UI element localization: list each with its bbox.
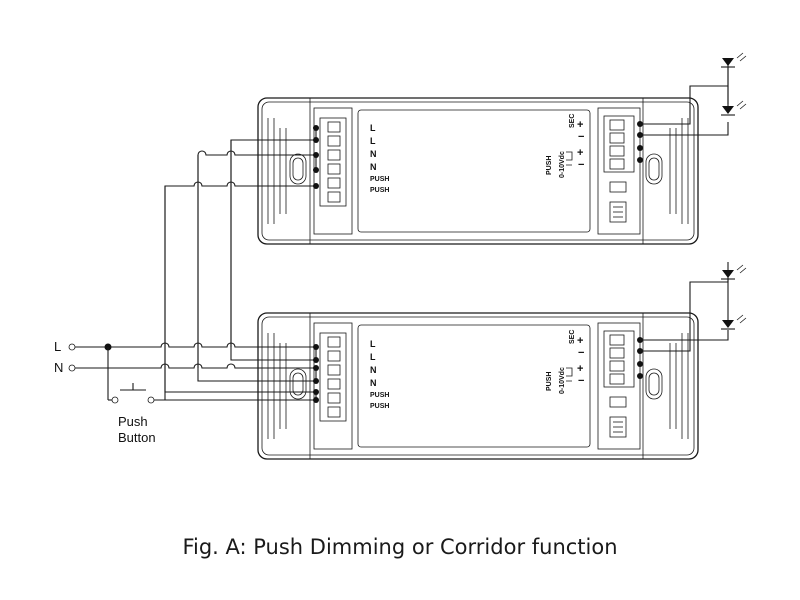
terminal-labels-bottom: L L N N PUSH PUSH SEC + − 0-10Vdc PUSH +… [370,330,584,410]
figure-caption: Fig. A: Push Dimming or Corridor functio… [182,535,618,559]
sec-plus-label: + [577,119,583,131]
line-input-terminal [68,343,76,351]
dim-minus-label: − [578,375,584,387]
dim-plus-label: + [577,147,583,159]
terminal-push2-label: PUSH [370,403,389,410]
sec-plus-label: + [577,335,583,347]
mains-input: L N [54,339,76,375]
push-feed-top [164,181,316,400]
dim-symbol-top [566,151,573,166]
line-feed-bottom-2 [230,140,316,361]
push-button: Push Button [107,347,316,445]
terminal-push2-label: PUSH [370,187,389,194]
sec-minus-label: − [578,347,584,359]
dim-push-label: PUSH [546,372,553,391]
terminal-n2-label: N [370,162,377,172]
terminal-n1-label: N [370,149,377,159]
mains-neutral-label: N [54,360,63,375]
terminal-l1-label: L [370,123,376,133]
dim-plus-label: + [577,363,583,375]
dim-push-label: PUSH [546,156,553,175]
terminal-n2-label: N [370,378,377,388]
neutral-input-terminal [68,364,76,372]
terminal-n1-label: N [370,365,377,375]
dim-voltage-label: 0-10Vdc [559,151,566,178]
terminal-l2-label: L [370,136,376,146]
neutral-feed-bottom-2 [197,155,316,382]
driver-bottom [257,312,699,460]
terminal-l2-label: L [370,352,376,362]
led-bottom-1 [721,264,747,280]
dim-voltage-label: 0-10Vdc [559,367,566,394]
terminal-push1-label: PUSH [370,392,389,399]
mains-line-label: L [54,339,61,354]
push-feed-bottom-2 [164,186,316,393]
sec-minus-label: − [578,131,584,143]
input-dots-top [313,125,319,189]
terminal-push1-label: PUSH [370,176,389,183]
driver-top [257,97,699,245]
push-button-label-line2: Button [118,430,156,445]
sec-label: SEC [569,114,576,128]
input-dots-bottom [313,344,319,403]
push-button-label-line1: Push [118,414,148,429]
led-top-2 [721,100,747,116]
led-top-1 [721,52,747,68]
dim-symbol-bottom [566,367,573,382]
sec-label: SEC [569,330,576,344]
dim-minus-label: − [578,159,584,171]
neutral-feed-top [197,150,316,368]
led-bottom-2 [721,314,747,330]
terminal-l1-label: L [370,339,376,349]
terminal-labels-top: L L N N PUSH PUSH SEC + − 0-10Vdc PUSH +… [370,114,584,194]
